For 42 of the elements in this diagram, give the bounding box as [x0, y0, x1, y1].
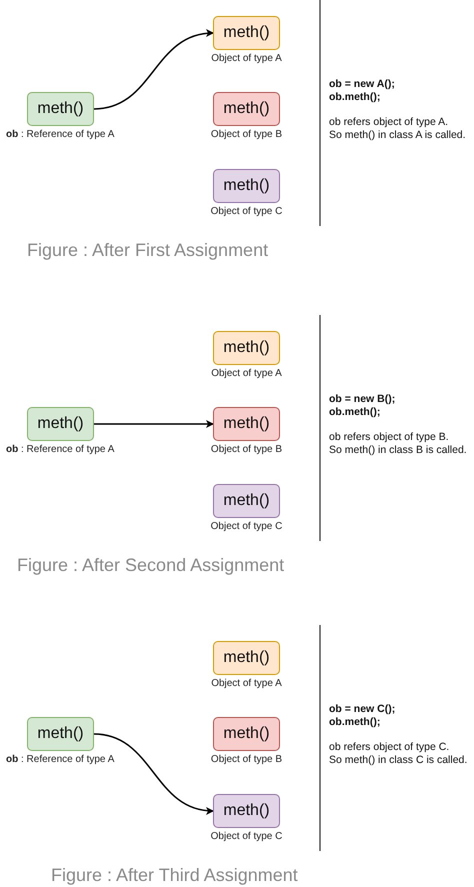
node-caption: Object of type C	[210, 831, 284, 842]
object-box: meth()	[213, 16, 280, 50]
node-caption: Object of type A	[210, 678, 283, 689]
node-caption: Object of type B	[210, 444, 284, 455]
reference-box: meth()	[27, 92, 94, 126]
note-text: So meth() in class B is called.	[329, 444, 467, 457]
node-caption: Object of type C	[210, 206, 284, 217]
node-caption: Object of type B	[210, 129, 284, 140]
node-caption: ob : Reference of type A	[6, 754, 114, 765]
code-line: ob = new A();	[329, 78, 395, 91]
code-line: ob = new C();	[329, 703, 396, 716]
arrow	[94, 30, 214, 110]
object-box: meth()	[213, 794, 280, 828]
note-text: So meth() in class C is called.	[329, 754, 468, 767]
code-line: ob = new B();	[329, 393, 396, 406]
note-text: So meth() in class A is called.	[329, 129, 466, 142]
reference-box: meth()	[27, 717, 94, 751]
code-line: ob.meth();	[329, 406, 380, 419]
node-caption: ob : Reference of type A	[6, 444, 114, 455]
object-box: meth()	[213, 331, 280, 365]
node-caption: Object of type A	[210, 53, 283, 64]
object-box: meth()	[213, 169, 280, 203]
figure-caption: Figure : After Third Assignment	[51, 865, 298, 887]
figure-caption: Figure : After Second Assignment	[17, 555, 284, 577]
figure-caption: Figure : After First Assignment	[27, 240, 268, 262]
note-text: ob refers object of type B.	[329, 431, 449, 444]
arrow	[94, 420, 214, 428]
object-box: meth()	[213, 484, 280, 518]
object-box: meth()	[213, 717, 280, 751]
code-line: ob.meth();	[329, 91, 380, 104]
note-text: ob refers object of type C.	[329, 741, 450, 754]
note-text: ob refers object of type A.	[329, 116, 448, 129]
node-caption: Object of type B	[210, 754, 284, 765]
object-box: meth()	[213, 92, 280, 126]
node-caption: Object of type C	[210, 521, 284, 532]
arrow	[94, 733, 214, 814]
reference-box: meth()	[27, 407, 94, 441]
object-box: meth()	[213, 641, 280, 675]
node-caption: Object of type A	[210, 368, 283, 379]
code-line: ob.meth();	[329, 716, 380, 729]
object-box: meth()	[213, 407, 280, 441]
node-caption: ob : Reference of type A	[6, 129, 114, 140]
